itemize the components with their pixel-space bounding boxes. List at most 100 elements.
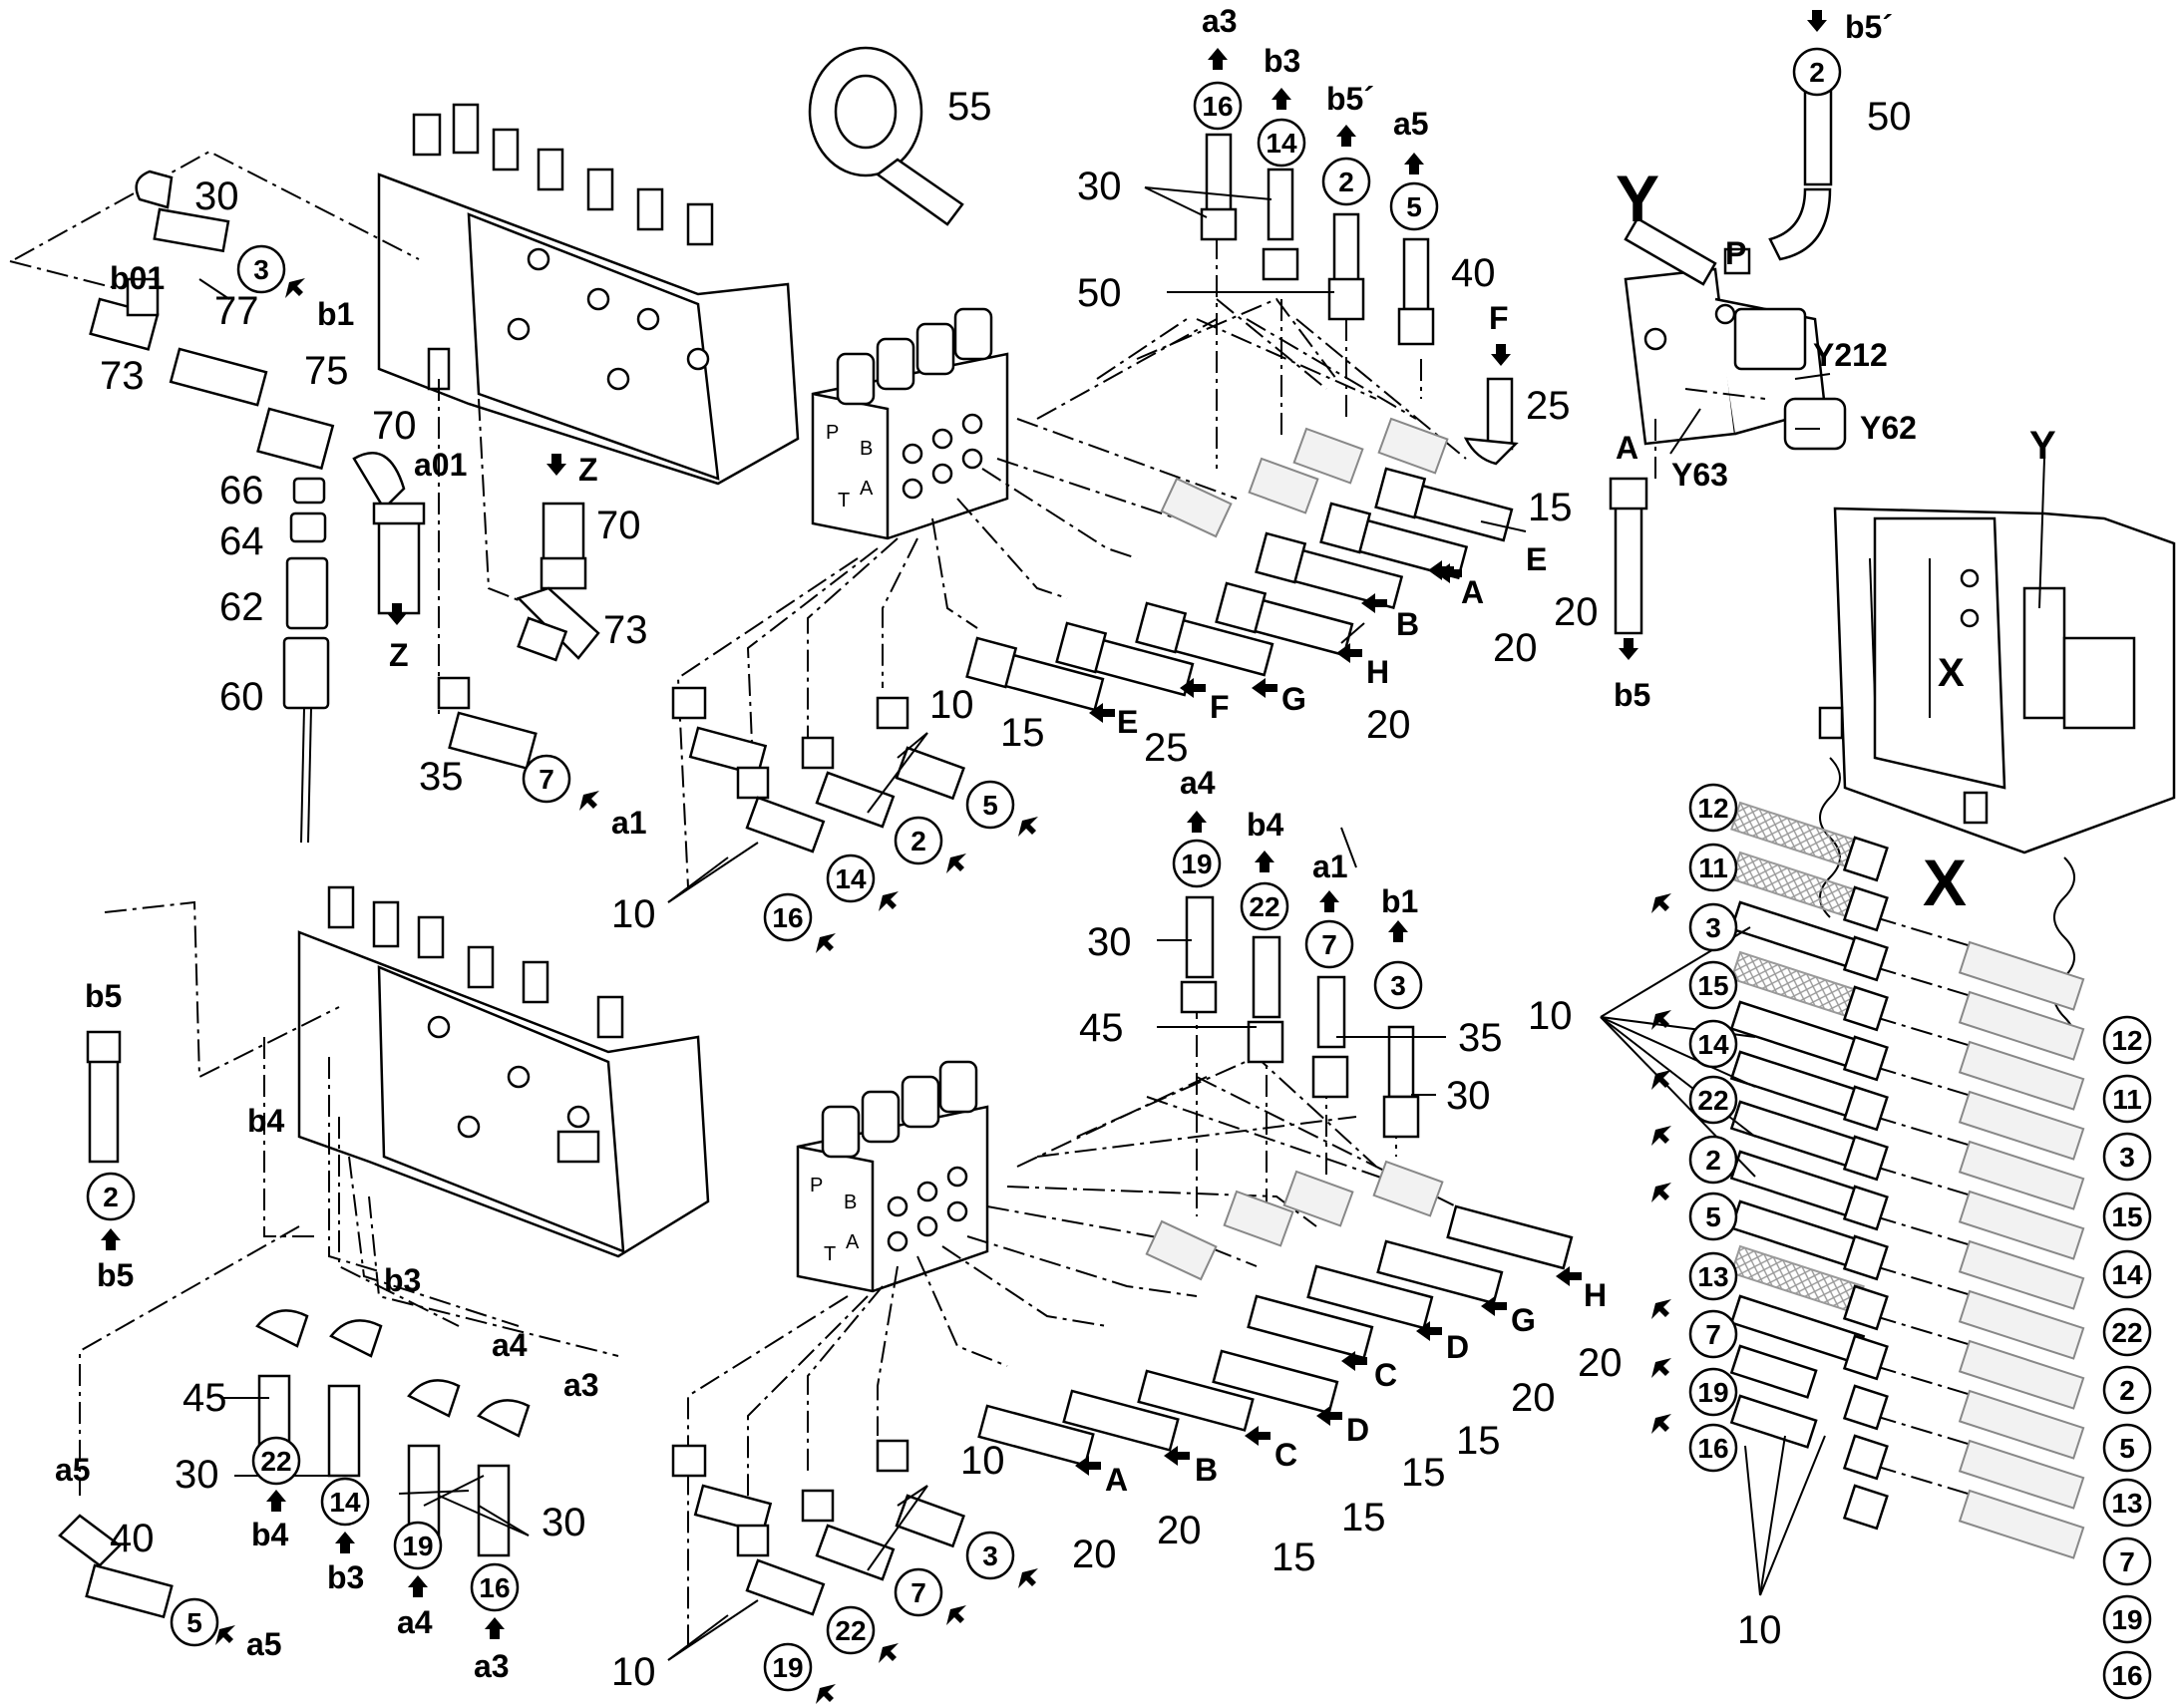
part-number-20: 20: [1554, 590, 1599, 634]
port-letter-b: B: [1195, 1452, 1218, 1488]
part-number-10: 10: [1737, 1608, 1782, 1652]
arrow-x-2: [1651, 1126, 1671, 1146]
part-number-10: 10: [611, 892, 656, 936]
callout-7: 7: [1321, 929, 1337, 960]
arrow-b5-down: [1619, 638, 1638, 660]
callout-19: 19: [1697, 1377, 1728, 1408]
conn-b5p: b5´: [1845, 9, 1893, 45]
part-number-77: 77: [214, 289, 259, 333]
solenoid-block-upper: P B A T: [811, 307, 1009, 540]
part-number-15: 15: [1401, 1451, 1446, 1495]
port-letter-h: H: [1584, 1277, 1607, 1313]
callout-22: 22: [1249, 891, 1279, 922]
conn-a5: a5: [1393, 106, 1429, 142]
callout-5: 5: [2119, 1433, 2135, 1464]
port-letter-a: A: [1105, 1462, 1128, 1498]
port-letter-b: B: [1396, 606, 1419, 642]
main-control-valve-lower: [297, 885, 710, 1258]
block-port-a: A: [846, 1231, 860, 1253]
part-number-45: 45: [182, 1376, 227, 1420]
callout-3: 3: [1390, 970, 1406, 1001]
part-number-40: 40: [110, 1517, 155, 1560]
part-number-73: 73: [100, 354, 145, 398]
arrow-14: [879, 891, 899, 911]
conn-b01: b01: [110, 260, 165, 296]
part-number-15: 15: [1528, 486, 1573, 529]
arrow-h2: [1556, 1266, 1582, 1286]
block-port-b: B: [844, 1192, 857, 1213]
conn-b3: b3: [384, 1262, 421, 1298]
conn-a3: a3: [1202, 3, 1238, 39]
part-number-75: 75: [304, 349, 349, 393]
solenoid-block-lower: P B A T: [796, 1060, 989, 1293]
conn-a1: a1: [611, 805, 647, 841]
callout-14: 14: [329, 1487, 361, 1518]
part-number-25: 25: [1526, 384, 1571, 428]
port-letter-a: A: [1461, 574, 1484, 610]
arrow-7b: [946, 1605, 966, 1625]
port-letter-d: D: [1346, 1412, 1369, 1448]
connection-lines: [9, 150, 1976, 1645]
port-letter-d: D: [1446, 1329, 1469, 1365]
callout-14: 14: [2111, 1259, 2143, 1290]
callout-3: 3: [1705, 912, 1721, 943]
part-number-10: 10: [611, 1650, 656, 1694]
arrow-x-19: [1651, 1358, 1671, 1378]
conn-b4: b4: [1247, 807, 1284, 843]
circled-callouts: [86, 47, 2152, 1700]
callout-22: 22: [835, 1615, 866, 1646]
part-number-25: 25: [1144, 726, 1189, 770]
callout-5: 5: [1406, 191, 1422, 222]
callout-13: 13: [2111, 1488, 2142, 1519]
part-number-64: 64: [219, 519, 264, 563]
callout-19: 19: [1181, 849, 1212, 879]
fittings-upper-left: [89, 170, 600, 844]
part-number-30: 30: [1446, 1074, 1491, 1118]
conn-a5: a5: [246, 1626, 282, 1662]
hose-bundle-x: [1729, 801, 2085, 1559]
conn-a5: a5: [55, 1452, 91, 1488]
callout-16: 16: [2111, 1660, 2142, 1691]
part-number-20: 20: [1493, 626, 1538, 670]
arrow-z-down: [546, 454, 566, 476]
callout-19: 19: [2111, 1604, 2142, 1635]
callout-2: 2: [1809, 57, 1825, 88]
arrow-5: [1018, 817, 1038, 837]
callout-13: 13: [1697, 1261, 1728, 1292]
part-number-20: 20: [1157, 1509, 1202, 1552]
arrow-b4-up: [1255, 851, 1274, 872]
callout-12: 12: [2111, 1025, 2142, 1056]
conn-a01: a01: [414, 447, 467, 483]
part-number-35: 35: [1458, 1016, 1503, 1060]
arrow-b5-up: [101, 1228, 121, 1250]
fittings-lower: [58, 686, 1574, 1619]
part-number-60: 60: [219, 675, 264, 719]
conn-b5p: b5´: [1326, 81, 1374, 117]
port-letter-g: G: [1281, 681, 1306, 717]
conn-a4: a4: [1180, 765, 1216, 801]
arrow-16: [816, 933, 836, 953]
arrow-x-5: [1651, 1183, 1671, 1202]
part-number-66: 66: [219, 469, 264, 512]
callout-2: 2: [910, 826, 926, 856]
arrow-a4-up: [1187, 811, 1207, 833]
conn-b5: b5: [1614, 677, 1650, 713]
conn-b5: b5: [85, 978, 122, 1014]
arrow-b4-up-lower: [266, 1490, 286, 1512]
block-port-t: T: [824, 1243, 836, 1265]
part-number-10: 10: [929, 683, 974, 727]
port-letter-h: H: [1366, 654, 1389, 690]
block-port-p: P: [810, 1175, 823, 1196]
part-number-10: 10: [960, 1439, 1005, 1483]
callout-5: 5: [982, 790, 998, 821]
callout-19: 19: [402, 1531, 433, 1561]
arrow-b3-up: [1272, 88, 1291, 110]
part-number-15: 15: [1000, 711, 1045, 755]
part-number-30: 30: [194, 174, 239, 218]
callout-16: 16: [479, 1572, 510, 1603]
part-number-50: 50: [1867, 95, 1912, 139]
port-letter-g: G: [1511, 1302, 1536, 1338]
part-number-20: 20: [1511, 1376, 1556, 1420]
callout-2: 2: [1705, 1145, 1721, 1176]
